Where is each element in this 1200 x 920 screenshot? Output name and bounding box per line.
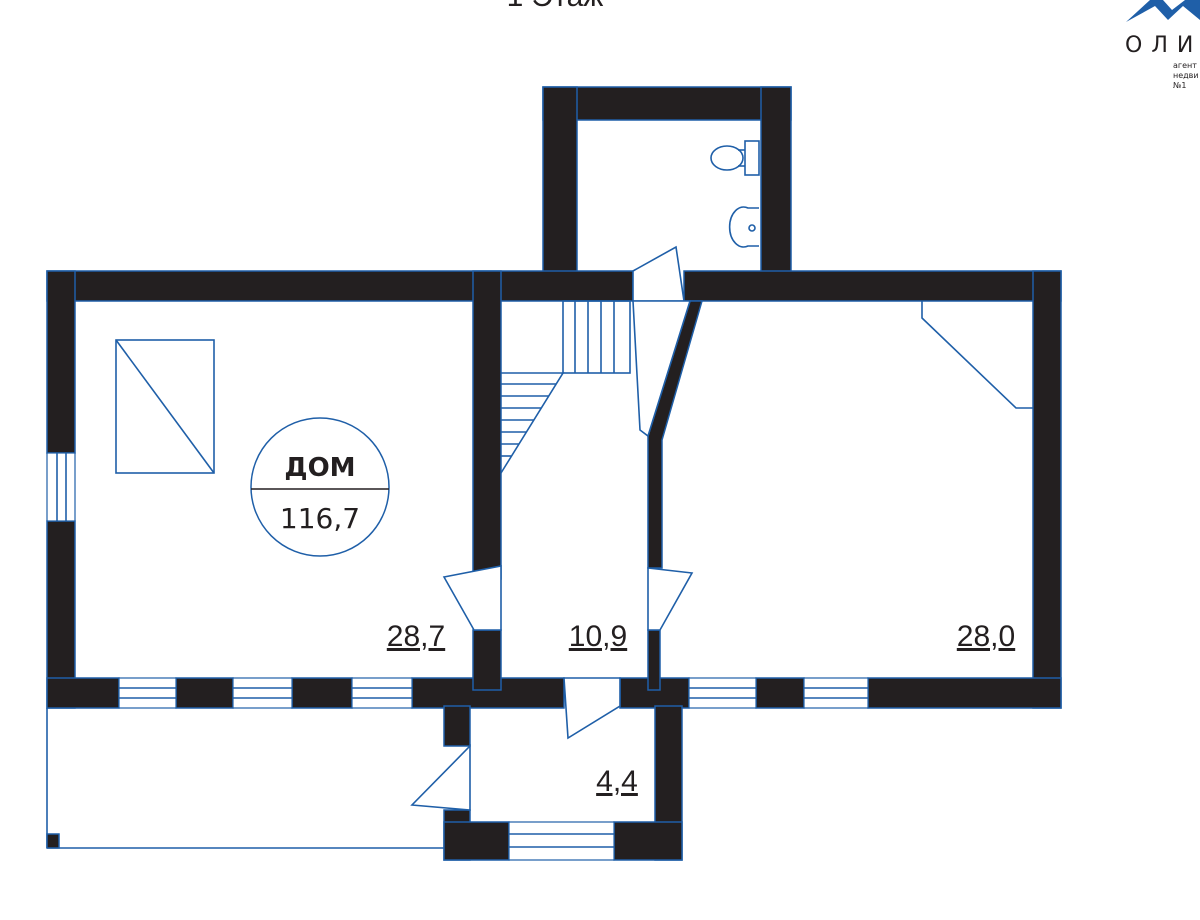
logo-line-2: недви	[1173, 71, 1199, 80]
room-area-vestibule: 4,4	[596, 765, 638, 798]
toilet-icon	[710, 140, 760, 176]
doors	[410, 245, 694, 811]
logo-line-1: агент	[1173, 61, 1197, 70]
door-wc	[632, 245, 685, 302]
window-bottom-5	[803, 677, 869, 709]
porch-outline	[46, 708, 445, 849]
door-right-room	[647, 567, 694, 631]
badge-area: 116,7	[280, 502, 360, 535]
logo-word: ОЛИ	[1125, 33, 1200, 58]
stairs	[500, 300, 631, 474]
company-logo: ОЛИ агент недви №1	[1125, 0, 1200, 90]
windows	[46, 452, 869, 861]
window-bottom-3	[351, 677, 413, 709]
badge-name: ДОМ	[284, 453, 355, 483]
sink-icon	[728, 206, 759, 248]
logo-roof-icon	[1126, 0, 1200, 22]
door-entrance	[410, 744, 471, 811]
window-left-wall	[46, 452, 76, 522]
house-badge: ДОМ 116,7	[250, 417, 390, 557]
appliance-icon	[115, 339, 215, 474]
window-bottom-2	[232, 677, 293, 709]
window-bottom-4	[688, 677, 757, 709]
door-vestibule	[563, 677, 621, 740]
room-area-left: 28,7	[387, 620, 445, 653]
room-area-hall: 10,9	[569, 620, 627, 653]
walls	[46, 86, 1062, 861]
corner-fixture-icon	[921, 301, 1033, 409]
door-left-room	[442, 565, 502, 631]
floor-title: 1 Этаж	[507, 0, 604, 13]
logo-line-3: №1	[1173, 81, 1186, 90]
window-vestibule	[508, 821, 615, 861]
room-area-right: 28,0	[957, 620, 1015, 653]
window-bottom-1	[118, 677, 177, 709]
door-corridor	[632, 300, 692, 438]
